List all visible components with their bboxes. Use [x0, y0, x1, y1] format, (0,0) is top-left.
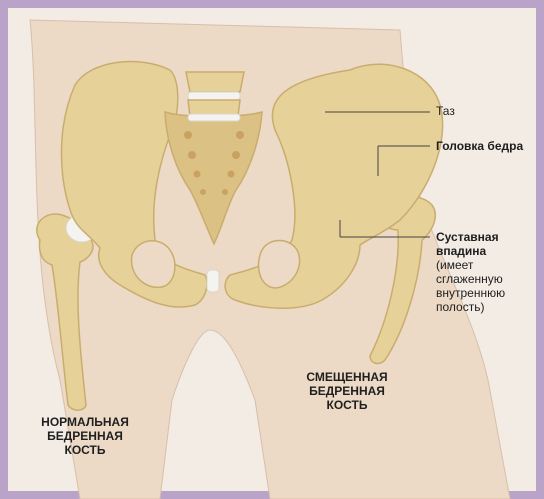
- pubic-symphysis: [207, 270, 219, 292]
- label-pelvis: Таз: [436, 104, 455, 118]
- label-socket-note-1: (имеет: [436, 258, 473, 272]
- label-socket-note-2: сглаженную: [436, 272, 503, 286]
- caption-normal-femur: НОРМАЛЬНАЯ БЕДРЕННАЯ КОСТЬ: [30, 415, 140, 457]
- intervertebral-disc-lower: [188, 114, 240, 121]
- label-socket-title-2: впадина: [436, 244, 486, 258]
- label-socket-note-4: полость): [436, 300, 484, 314]
- label-femoral-head: Головка бедра: [436, 139, 523, 153]
- caption-displaced-femur: СМЕЩЕННАЯ БЕДРЕННАЯ КОСТЬ: [292, 370, 402, 412]
- intervertebral-disc-upper: [188, 92, 240, 100]
- label-socket-note-3: внутреннюю: [436, 286, 505, 300]
- label-socket-title-1: Суставная: [436, 230, 499, 244]
- lumbar-vertebra-upper: [186, 72, 244, 92]
